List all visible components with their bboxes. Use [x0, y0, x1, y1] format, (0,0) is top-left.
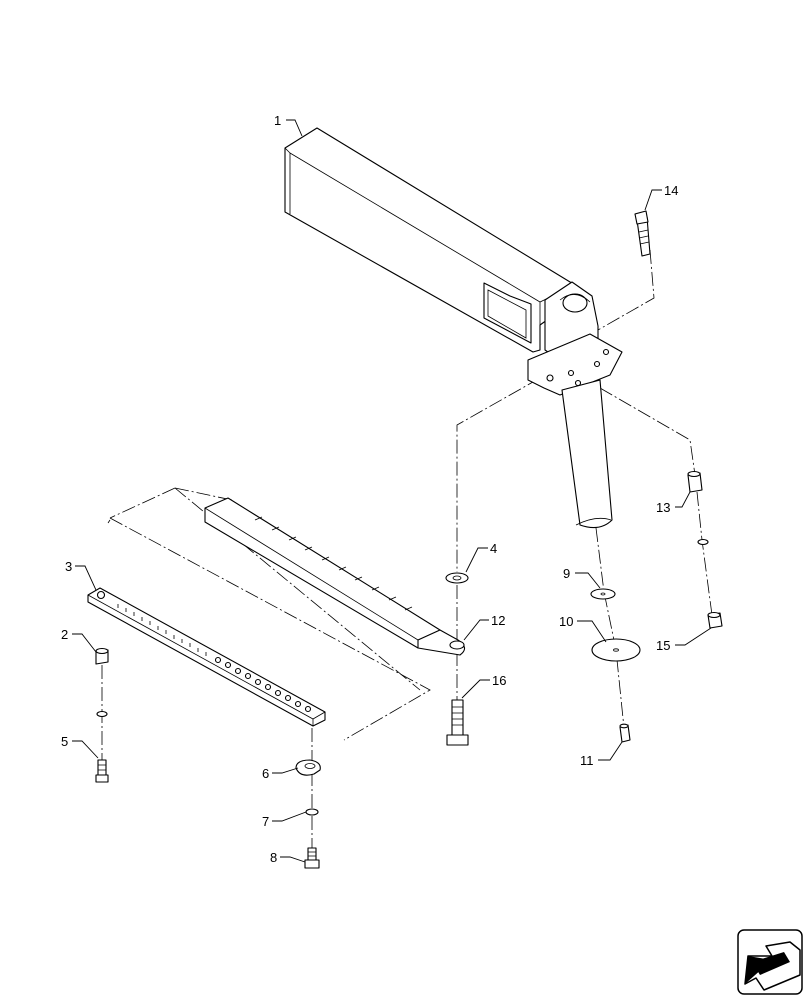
callout-14: 14: [664, 183, 678, 198]
strap-holes: [117, 604, 312, 713]
part-9-washer: [590, 588, 616, 600]
callout-15: 15: [656, 638, 670, 653]
part-15-nut: [707, 611, 723, 629]
callout-2: 2: [61, 627, 68, 642]
callout-10: 10: [559, 614, 573, 629]
callout-3: 3: [65, 559, 72, 574]
part-11-bolt: [619, 723, 631, 743]
callout-9: 9: [563, 566, 570, 581]
part-12-slide-rail: [204, 497, 466, 656]
callout-5: 5: [61, 734, 68, 749]
arrow-back-icon[interactable]: [737, 929, 803, 995]
part-14-bolt: [634, 210, 651, 257]
part-7-washer: [305, 808, 319, 816]
part-16-bolt: [446, 699, 469, 746]
callout-4: 4: [490, 541, 497, 556]
callout-6: 6: [262, 766, 269, 781]
slide-rail-slots: [254, 516, 413, 611]
callout-7: 7: [262, 814, 269, 829]
part-4-washer: [445, 572, 469, 584]
part-10-disc: [591, 638, 641, 662]
part-1-square-tube-arm: [284, 127, 623, 529]
part-2-bushing: [95, 647, 109, 665]
part-5-bolt: [95, 759, 109, 783]
part-6-clamp: [295, 759, 321, 776]
callout-11: 11: [580, 753, 594, 768]
lock-washer-right: [697, 538, 709, 546]
callout-leaders: [72, 119, 712, 863]
callout-8: 8: [270, 850, 277, 865]
part-8-bolt: [304, 847, 320, 869]
part-13-bushing: [687, 470, 703, 493]
assembly-centerlines: [101, 249, 713, 860]
part-3-adjustment-strap: [87, 587, 326, 727]
callout-labels: 1 2 3 4 5 6 7 8 9 10 11 12 13 14 15 16: [61, 113, 678, 865]
lock-washer-left: [96, 710, 108, 718]
callout-1: 1: [274, 113, 281, 128]
callout-13: 13: [656, 500, 670, 515]
callout-12: 12: [491, 613, 505, 628]
callout-16: 16: [492, 673, 506, 688]
